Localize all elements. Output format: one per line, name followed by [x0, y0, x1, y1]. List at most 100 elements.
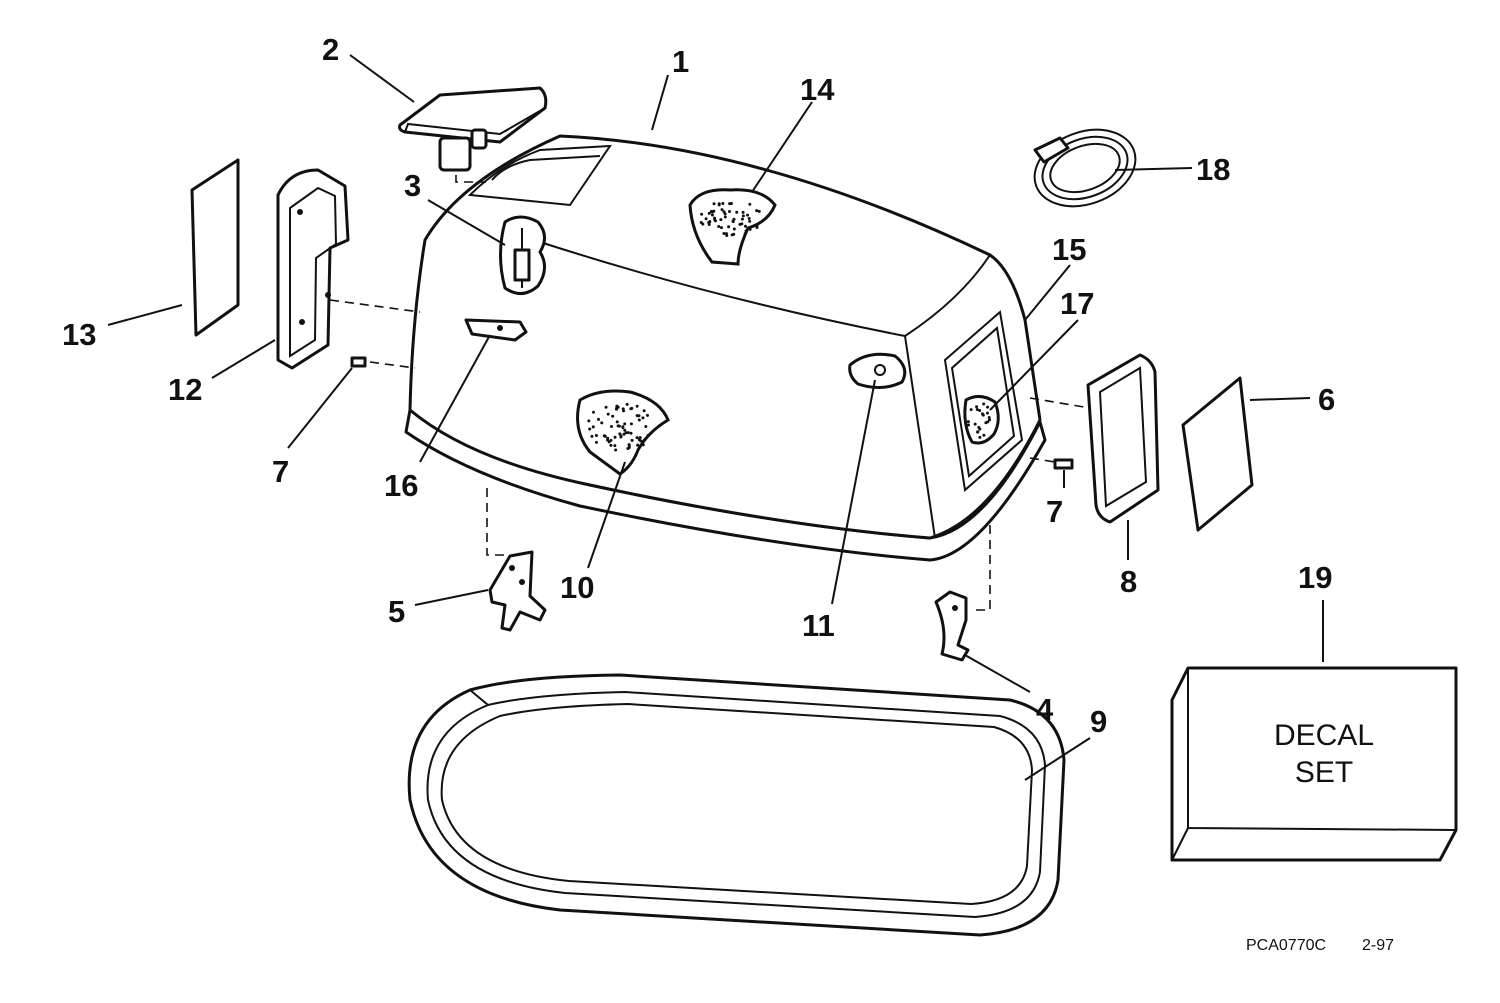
leader-lines: [107, 54, 1324, 781]
drawing-revision-date: 2-97: [1362, 937, 1394, 954]
callout-4: 4: [1036, 692, 1054, 727]
foam-stipple-dot: [735, 210, 739, 214]
part-bracket-right: [934, 590, 970, 662]
foam-stipple-dot: [626, 431, 630, 435]
foam-stipple-dot: [741, 210, 745, 214]
foam-stipple-dot: [635, 404, 639, 408]
callout-10: 10: [560, 570, 594, 605]
foam-stipple-dot: [732, 227, 736, 231]
foam-stipple-dot: [987, 415, 991, 419]
foam-stipple-dot: [704, 217, 708, 221]
drawing-code-id: PCA0770C: [1246, 937, 1326, 954]
foam-stipple-dot: [748, 202, 752, 206]
callout-17: 17: [1060, 286, 1094, 321]
foam-stipple-dot: [732, 232, 736, 236]
foam-stipple-dot: [748, 227, 752, 231]
part-rear-foam: [963, 395, 1000, 445]
callout-11: 11: [802, 608, 835, 643]
foam-stipple-dot: [713, 218, 717, 222]
foam-stipple-dot: [746, 213, 750, 217]
foam-stipple-dot: [623, 422, 627, 426]
foam-stipple-dot: [617, 424, 621, 428]
foam-stipple-dot: [611, 414, 615, 418]
foam-stipple-dot: [642, 438, 646, 442]
foam-stipple-dot: [727, 209, 731, 213]
part-right-pad: [1181, 376, 1254, 532]
foam-stipple-dot: [986, 420, 990, 424]
foam-stipple-dot: [615, 404, 619, 408]
foam-stipple-dot: [727, 225, 731, 229]
foam-stipple-dot: [743, 232, 747, 236]
callout-9: 9: [1090, 704, 1107, 739]
foam-stipple-dot: [641, 443, 645, 447]
foam-stipple-dot: [629, 407, 633, 411]
foam-stipple-dot: [725, 234, 729, 238]
callout-2: 2: [322, 32, 339, 67]
foam-stipple-dot: [635, 436, 639, 440]
callout-labels: 1 2 3 4 5 6 7 7 8 9 10 11 12 13 14 15 16…: [62, 32, 1335, 739]
callout-18: 18: [1196, 152, 1230, 187]
part-latch-cover: [398, 86, 548, 172]
foam-stipple-dot: [635, 414, 639, 418]
foam-stipple-dot: [976, 430, 980, 434]
part-left-pad: [190, 158, 240, 337]
foam-stipple-dot: [755, 209, 759, 213]
foam-stipple-dot: [591, 410, 595, 414]
foam-stipple-dot: [986, 405, 990, 409]
foam-stipple-dot: [621, 407, 625, 411]
callout-7-left: 7: [272, 454, 289, 489]
foam-stipple-dot: [723, 215, 727, 219]
foam-stipple-dot: [625, 402, 629, 406]
foam-stipple-dot: [609, 443, 613, 447]
callout-8: 8: [1120, 564, 1137, 599]
foam-stipple-dot: [975, 405, 979, 409]
part-bracket-left: [488, 550, 547, 632]
foam-stipple-dot: [596, 417, 600, 421]
foam-stipple-dot: [613, 435, 617, 439]
foam-stipple-dot: [978, 408, 982, 412]
foam-stipple-dot: [722, 232, 726, 236]
foam-stipple-dot: [642, 409, 646, 413]
foam-stipple-dot: [622, 432, 626, 436]
foam-stipple-dot: [623, 428, 627, 432]
foam-stipple-dot: [982, 433, 986, 437]
part-grommet: [848, 352, 907, 389]
foam-stipple-dot: [606, 436, 610, 440]
part-right-panel: [1086, 353, 1160, 524]
callout-15: 15: [1052, 232, 1086, 267]
foam-stipple-dot: [637, 418, 641, 422]
foam-stipple-dot: [975, 408, 979, 412]
part-left-panel: [276, 168, 350, 370]
foam-stipple-dot: [627, 446, 631, 450]
foam-stipple-dot: [588, 427, 592, 431]
foam-stipple-dot: [594, 433, 598, 437]
drawing-code: PCA0770C 2-97: [1246, 937, 1394, 954]
foam-stipple-dot: [977, 425, 981, 429]
foam-stipple-dot: [591, 425, 595, 429]
part-foam-side: [576, 389, 670, 476]
foam-stipple-dot: [722, 210, 726, 214]
foam-stipple-dot: [614, 448, 618, 452]
decal-label-line2: SET: [1295, 756, 1353, 789]
foam-stipple-dot: [641, 416, 645, 420]
foam-stipple-dot: [757, 209, 761, 213]
foam-stipple-dot: [644, 424, 648, 428]
foam-stipple-dot: [973, 422, 977, 426]
callout-12: 12: [168, 372, 202, 407]
foam-stipple-dot: [621, 425, 625, 429]
foam-stipple-dot: [966, 423, 970, 427]
foam-stipple-dot: [603, 434, 607, 438]
part-latch: [499, 215, 546, 295]
foam-stipple-dot: [741, 214, 745, 218]
callout-14: 14: [800, 72, 835, 107]
foam-stipple-dot: [615, 420, 619, 424]
foam-stipple-dot: [630, 438, 634, 442]
foam-stipple-dot: [636, 443, 640, 447]
foam-stipple-dot: [710, 213, 714, 217]
foam-stipple-dot: [594, 440, 598, 444]
foam-stipple-dot: [728, 202, 732, 206]
foam-stipple-dot: [719, 218, 723, 222]
part-decal-set-box: DECAL SET: [1170, 666, 1458, 862]
part-cable: [1033, 128, 1137, 208]
foam-stipple-dot: [981, 413, 985, 417]
